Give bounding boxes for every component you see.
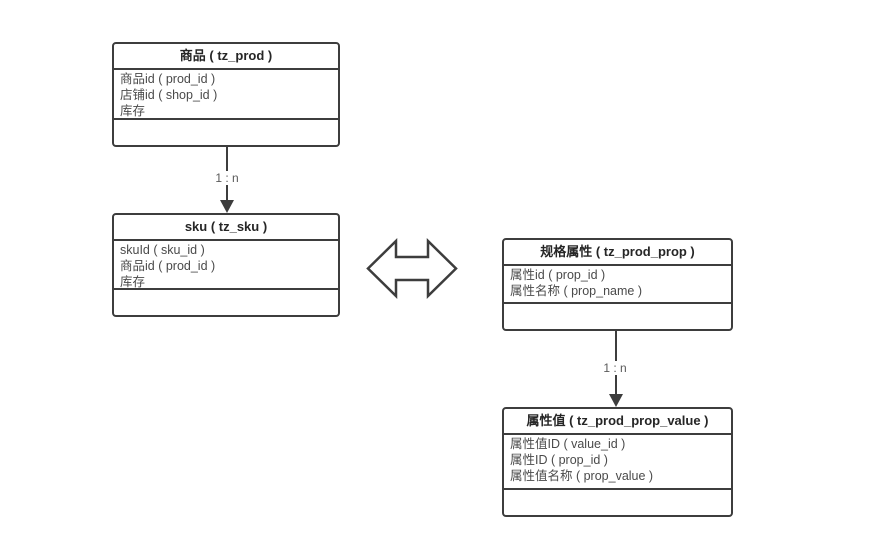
entity-field: 属性名称 ( prop_name ) [510,284,642,298]
entity-fields-value: 属性值ID ( value_id ) 属性ID ( prop_id ) 属性值名… [504,435,731,490]
entity-fields-prod: 商品id ( prod_id ) 店铺id ( shop_id ) 库存 [114,70,338,120]
entity-title-prop: 规格属性 ( tz_prod_prop ) [504,240,731,266]
entity-footer-empty [114,290,338,315]
entity-field: 商品id ( prod_id ) [120,72,216,86]
entity-title-prod: 商品 ( tz_prod ) [114,44,338,70]
connector-arrowhead-icon [220,200,234,213]
cardinality-label-prod-sku: 1 : n [211,171,243,185]
entity-field: 属性id ( prop_id ) [510,268,606,282]
entity-box-value[interactable]: 属性值 ( tz_prod_prop_value ) 属性值ID ( value… [502,407,733,517]
entity-field: 属性ID ( prop_id ) [510,453,608,467]
entity-field: 属性值ID ( value_id ) [510,437,626,451]
entity-field: skuId ( sku_id ) [120,243,205,257]
entity-footer-empty [504,490,731,515]
entity-field: 库存 [120,275,146,289]
entity-footer-empty [504,304,731,329]
entity-field: 商品id ( prod_id ) [120,259,216,273]
entity-field: 属性值名称 ( prop_value ) [510,469,654,483]
entity-fields-prop: 属性id ( prop_id ) 属性名称 ( prop_name ) [504,266,731,304]
entity-box-sku[interactable]: sku ( tz_sku ) skuId ( sku_id ) 商品id ( p… [112,213,340,317]
connector-arrowhead-icon [609,394,623,407]
entity-field: 库存 [120,104,146,118]
entity-fields-sku: skuId ( sku_id ) 商品id ( prod_id ) 库存 [114,241,338,290]
entity-title-sku: sku ( tz_sku ) [114,215,338,241]
entity-footer-empty [114,120,338,145]
entity-title-value: 属性值 ( tz_prod_prop_value ) [504,409,731,435]
entity-box-prop[interactable]: 规格属性 ( tz_prod_prop ) 属性id ( prop_id ) 属… [502,238,733,331]
entity-field: 店铺id ( shop_id ) [120,88,218,102]
entity-box-prod[interactable]: 商品 ( tz_prod ) 商品id ( prod_id ) 店铺id ( s… [112,42,340,147]
bidirectional-arrow-icon[interactable] [366,237,458,300]
cardinality-label-prop-value: 1 : n [599,361,631,375]
